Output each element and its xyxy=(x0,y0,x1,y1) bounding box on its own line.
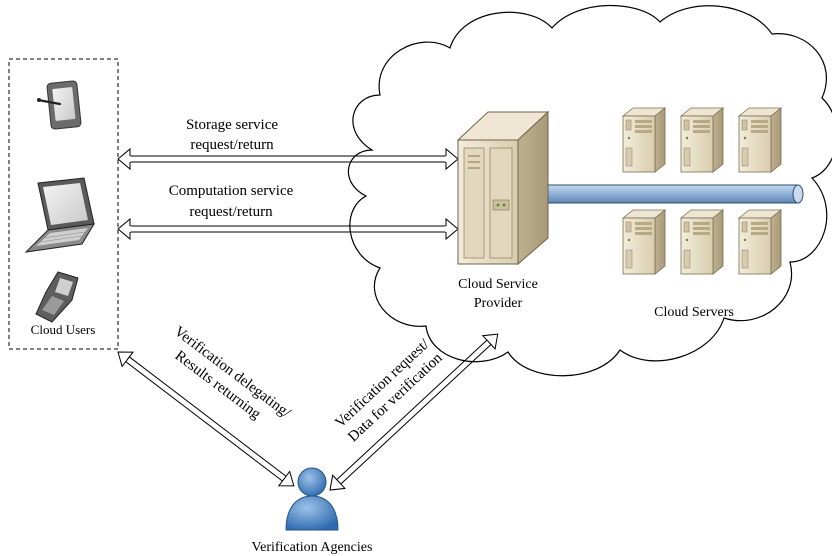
request-arrow xyxy=(329,333,499,491)
cloud-servers-label: Cloud Servers xyxy=(654,305,734,320)
computation-arrow xyxy=(117,217,459,241)
request-label: Verification request/ Data for verificat… xyxy=(332,336,446,446)
server-icon xyxy=(622,209,666,275)
person-icon xyxy=(285,467,339,531)
server-icon xyxy=(738,107,782,173)
provider-label-1: Cloud Service xyxy=(458,277,538,292)
computation-label-1: Computation service xyxy=(169,183,294,199)
provider-label-2: Provider xyxy=(474,296,523,311)
delegating-arrow xyxy=(117,351,295,487)
server-icon xyxy=(680,107,724,173)
cloud-users-label: Cloud Users xyxy=(31,322,96,337)
laptop-icon xyxy=(24,177,95,253)
storage-label-2: request/return xyxy=(190,137,274,153)
delegating-label: Verification delegating/ Results returni… xyxy=(171,324,294,423)
network-bus xyxy=(547,184,804,204)
tablet-icon xyxy=(36,80,82,130)
phone-icon xyxy=(35,271,79,323)
storage-arrow xyxy=(117,147,459,171)
server-icon xyxy=(680,209,724,275)
server-icon xyxy=(738,209,782,275)
agency-label: Verification Agencies xyxy=(252,540,373,555)
storage-label-1: Storage service xyxy=(186,117,278,133)
computation-label-2: request/return xyxy=(189,204,273,220)
server-icon xyxy=(622,107,666,173)
provider-server-icon xyxy=(456,110,550,266)
cloud-users-box xyxy=(8,58,119,350)
